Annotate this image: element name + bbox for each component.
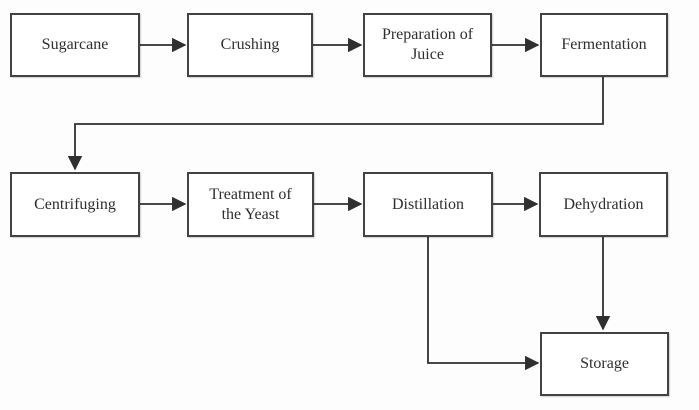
node-storage: Storage (540, 332, 669, 396)
node-storage-label: Storage (580, 355, 629, 372)
node-fermentation-label: Fermentation (561, 36, 647, 53)
edge-distillation-to-storage (427, 237, 540, 371)
node-treatment-of-the-yeast: Treatment of the Yeast (187, 172, 314, 237)
node-dehydration: Dehydration (539, 172, 668, 237)
node-treatment-of-the-yeast-label: Treatment of the Yeast (209, 185, 292, 223)
edge-fermentation-to-centrifuging (67, 77, 604, 171)
node-sugarcane: Sugarcane (10, 13, 140, 77)
node-preparation-of-juice-label: Preparation of Juice (381, 26, 474, 63)
node-distillation-label: Distillation (392, 195, 464, 213)
node-centrifuging-label: Centrifuging (34, 195, 116, 213)
node-crushing-label: Crushing (220, 36, 280, 53)
node-centrifuging: Centrifuging (10, 172, 140, 237)
node-distillation: Distillation (363, 172, 493, 237)
node-sugarcane-label: Sugarcane (41, 36, 109, 53)
node-dehydration-label: Dehydration (563, 195, 644, 213)
node-crushing: Crushing (187, 13, 313, 77)
node-fermentation: Fermentation (540, 13, 668, 77)
node-preparation-of-juice: Preparation of Juice (363, 13, 492, 77)
